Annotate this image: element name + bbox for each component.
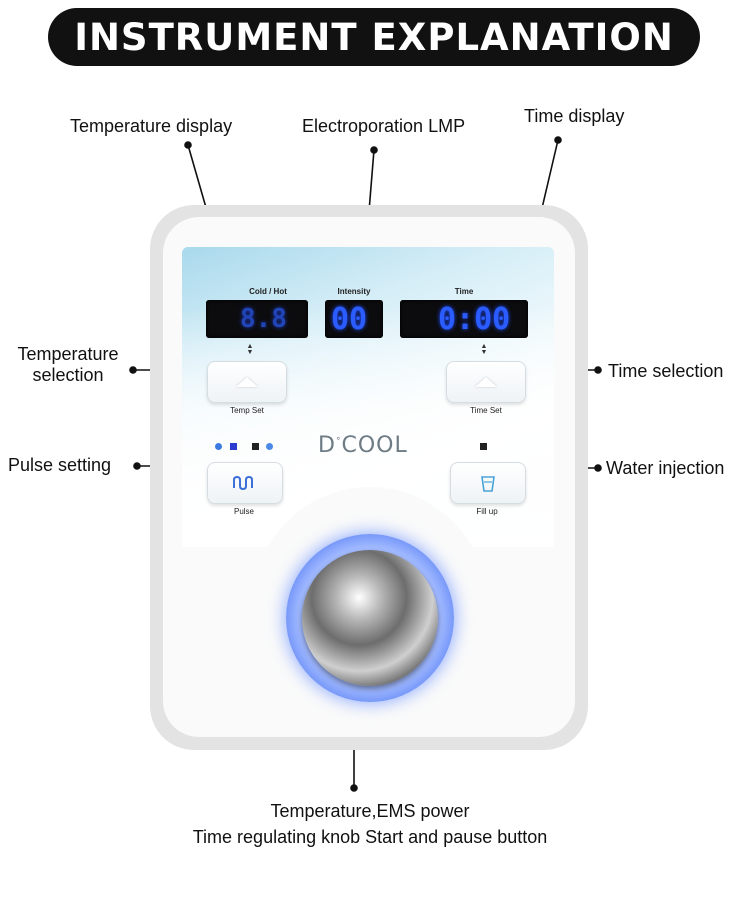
callout-temperature-selection: Temperature selection — [6, 344, 130, 386]
temperature-value: 8.8 — [240, 304, 287, 334]
temp-arrows-icon: ▲▼ — [246, 343, 254, 356]
pulse-wave-icon — [233, 476, 253, 490]
temperature-display: 8.8 — [206, 300, 308, 338]
title-banner: INSTRUMENT EXPLANATION — [48, 8, 700, 66]
callout-pulse-setting: Pulse setting — [8, 455, 112, 475]
intensity-label: Intensity — [337, 287, 371, 296]
callout-electroporation-lmp: Electroporation LMP — [302, 116, 466, 136]
mode-indicator-4 — [266, 443, 273, 450]
fill-up-label: Fill up — [476, 507, 498, 516]
mode-indicator-1 — [215, 443, 222, 450]
callout-temperature-selection-line2: selection — [32, 365, 104, 385]
time-value: 0:00 — [438, 302, 511, 337]
fill-up-button[interactable] — [450, 462, 526, 504]
callout-time-display: Time display — [524, 106, 625, 126]
callout-water-injection: Water injection — [606, 458, 725, 478]
temp-set-label: Temp Set — [230, 406, 264, 415]
banner-title: INSTRUMENT EXPLANATION — [74, 15, 674, 59]
callout-knob-line1: Temperature,EMS power — [270, 801, 470, 821]
time-arrows-icon: ▲▼ — [480, 343, 488, 356]
fill-indicator — [480, 443, 487, 450]
time-set-label: Time Set — [470, 406, 502, 415]
time-display: 0:00 — [400, 300, 528, 338]
mode-indicator-3 — [252, 443, 259, 450]
device-body: Cold / Hot 8.8 Intensity 00 Time 0:00 ▲▼… — [150, 205, 588, 750]
up-triangle-icon — [236, 377, 258, 387]
pulse-button[interactable] — [207, 462, 283, 504]
cold-hot-label: Cold / Hot — [249, 287, 287, 296]
intensity-display: 00 — [325, 300, 383, 338]
callout-knob-line2: Time regulating knob Start and pause but… — [192, 827, 548, 847]
water-cup-icon — [481, 476, 495, 492]
brand-logo: D°COOL — [318, 433, 408, 458]
control-panel: Cold / Hot 8.8 Intensity 00 Time 0:00 ▲▼… — [182, 247, 554, 547]
temp-set-button[interactable] — [207, 361, 287, 403]
control-knob[interactable] — [302, 550, 438, 686]
device-front: Cold / Hot 8.8 Intensity 00 Time 0:00 ▲▼… — [163, 217, 575, 737]
callout-knob: Temperature,EMS power Time regulating kn… — [100, 801, 640, 848]
callout-temperature-display: Temperature display — [70, 116, 233, 136]
mode-indicator-2 — [230, 443, 237, 450]
pulse-label: Pulse — [233, 507, 254, 516]
intensity-value: 00 — [331, 302, 368, 337]
time-label: Time — [454, 287, 474, 296]
up-triangle-icon — [475, 377, 497, 387]
callout-time-selection: Time selection — [608, 361, 724, 381]
time-set-button[interactable] — [446, 361, 526, 403]
callout-temperature-selection-line1: Temperature — [17, 344, 119, 364]
